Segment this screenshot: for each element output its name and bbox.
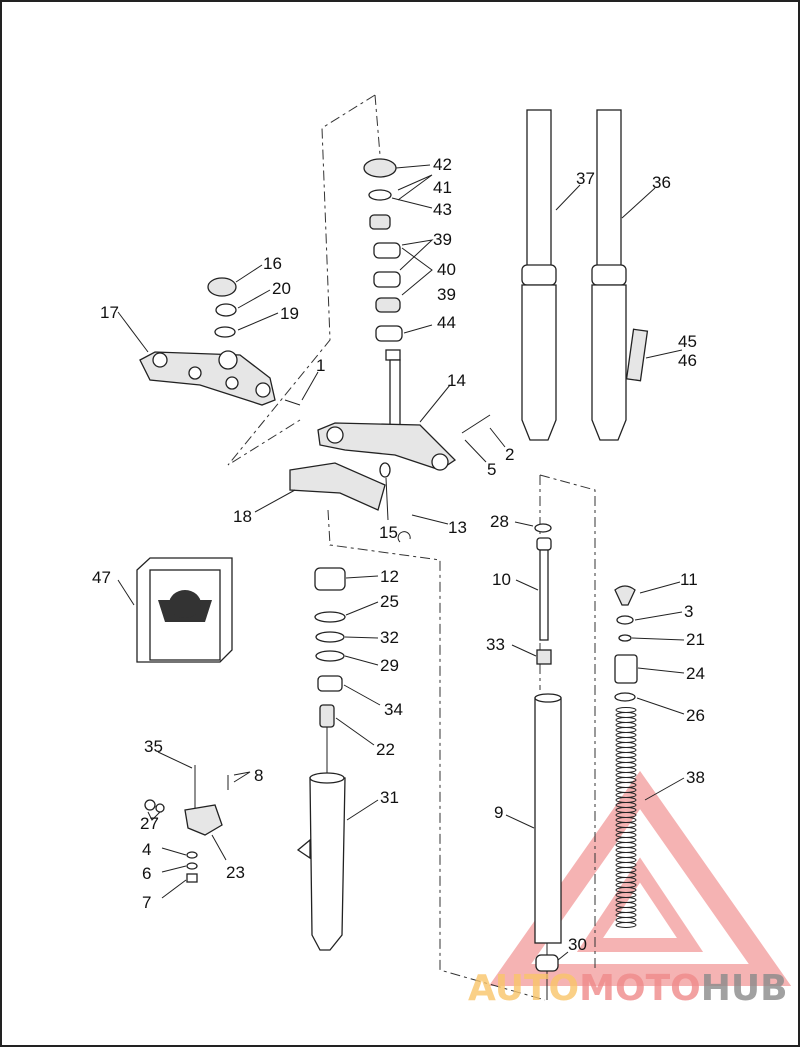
callout-15: 15 bbox=[379, 523, 398, 542]
damper-tube-parts bbox=[534, 523, 638, 972]
callout-45: 45 bbox=[678, 332, 697, 351]
spring-coil bbox=[615, 737, 637, 743]
callout-31: 31 bbox=[380, 788, 399, 807]
callout-1: 1 bbox=[316, 356, 325, 375]
spring-coil bbox=[615, 847, 637, 853]
callout-41: 41 bbox=[433, 178, 452, 197]
spring-coil bbox=[615, 837, 637, 843]
callout-32: 32 bbox=[380, 628, 399, 647]
watermark-moto: MOTO bbox=[579, 968, 701, 1009]
callout-40: 40 bbox=[437, 260, 456, 279]
callout-46: 46 bbox=[678, 351, 697, 370]
lower-fork-bracket-stem bbox=[289, 414, 491, 543]
callout-3: 3 bbox=[684, 602, 693, 621]
spring-coil bbox=[615, 762, 637, 768]
callout-28: 28 bbox=[490, 512, 509, 531]
callout-47: 47 bbox=[92, 568, 111, 587]
spring-coil bbox=[615, 712, 637, 718]
spring-coil bbox=[615, 922, 637, 928]
fork-spring bbox=[615, 707, 637, 928]
spring-coil bbox=[615, 722, 637, 728]
callout-22: 22 bbox=[376, 740, 395, 759]
callout-17: 17 bbox=[100, 303, 119, 322]
callout-6: 6 bbox=[142, 864, 151, 883]
callout-25: 25 bbox=[380, 592, 399, 611]
spring-coil bbox=[615, 777, 637, 783]
spring-coil bbox=[615, 757, 637, 763]
callout-13: 13 bbox=[448, 518, 467, 537]
watermark-auto: AUTO bbox=[468, 968, 579, 1009]
callout-19: 19 bbox=[280, 304, 299, 323]
callout-42: 42 bbox=[433, 155, 452, 174]
callout-4: 4 bbox=[142, 840, 151, 859]
spring-coil bbox=[615, 767, 637, 773]
spring-coil bbox=[615, 917, 637, 923]
spring-coil bbox=[615, 852, 637, 858]
callout-29: 29 bbox=[380, 656, 399, 675]
fork-assemblies-left-right bbox=[521, 109, 649, 441]
callout-18: 18 bbox=[233, 507, 252, 526]
callout-39b: 39 bbox=[437, 285, 456, 304]
callout-34: 34 bbox=[384, 700, 403, 719]
callout-7: 7 bbox=[142, 893, 151, 912]
callout-5: 5 bbox=[487, 460, 496, 479]
callout-21: 21 bbox=[686, 630, 705, 649]
callout-35: 35 bbox=[144, 737, 163, 756]
spring-coil bbox=[615, 862, 637, 868]
watermark-text: AUTOMOTOHUB bbox=[468, 968, 788, 1009]
spring-coil bbox=[615, 747, 637, 753]
callout-9: 9 bbox=[494, 803, 503, 822]
watermark-triangle bbox=[488, 770, 792, 986]
spring-coil bbox=[615, 727, 637, 733]
callout-30: 30 bbox=[568, 935, 587, 954]
callout-12: 12 bbox=[380, 567, 399, 586]
spring-coil bbox=[615, 912, 637, 918]
callout-16: 16 bbox=[263, 254, 282, 273]
callout-24: 24 bbox=[686, 664, 705, 683]
spring-coil bbox=[615, 842, 637, 848]
callout-26: 26 bbox=[686, 706, 705, 725]
slider-and-seals bbox=[296, 567, 346, 951]
callout-23: 23 bbox=[226, 863, 245, 882]
callout-8: 8 bbox=[254, 766, 263, 785]
callout-44: 44 bbox=[437, 313, 456, 332]
watermark-hub: HUB bbox=[701, 968, 788, 1009]
hardware-small-parts bbox=[144, 765, 229, 883]
spring-coil bbox=[615, 742, 637, 748]
spring-coil bbox=[615, 707, 637, 713]
steering-bearing-stack bbox=[363, 158, 403, 441]
spring-coil bbox=[615, 717, 637, 723]
callout-27: 27 bbox=[140, 814, 159, 833]
callout-33: 33 bbox=[486, 635, 505, 654]
callout-11: 11 bbox=[680, 570, 698, 589]
callout-43: 43 bbox=[433, 200, 452, 219]
callout-38: 38 bbox=[686, 768, 705, 787]
spring-coil bbox=[615, 752, 637, 758]
callout-37: 37 bbox=[576, 169, 595, 188]
callout-labels: 42 41 43 39 40 39 44 16 20 19 17 1 14 2 … bbox=[92, 155, 705, 954]
callout-36: 36 bbox=[652, 173, 671, 192]
callout-leaders bbox=[117, 164, 685, 961]
spring-coil bbox=[615, 857, 637, 863]
upper-fork-bracket bbox=[139, 277, 301, 406]
spring-coil bbox=[615, 772, 637, 778]
genuine-motor-parts-kit bbox=[136, 557, 233, 663]
spring-coil bbox=[615, 732, 637, 738]
callout-10: 10 bbox=[492, 570, 511, 589]
watermark-logo: AUTOMOTOHUB bbox=[468, 968, 788, 1009]
callout-39: 39 bbox=[433, 230, 452, 249]
callout-2: 2 bbox=[505, 445, 514, 464]
callout-14: 14 bbox=[447, 371, 466, 390]
callout-20: 20 bbox=[272, 279, 291, 298]
